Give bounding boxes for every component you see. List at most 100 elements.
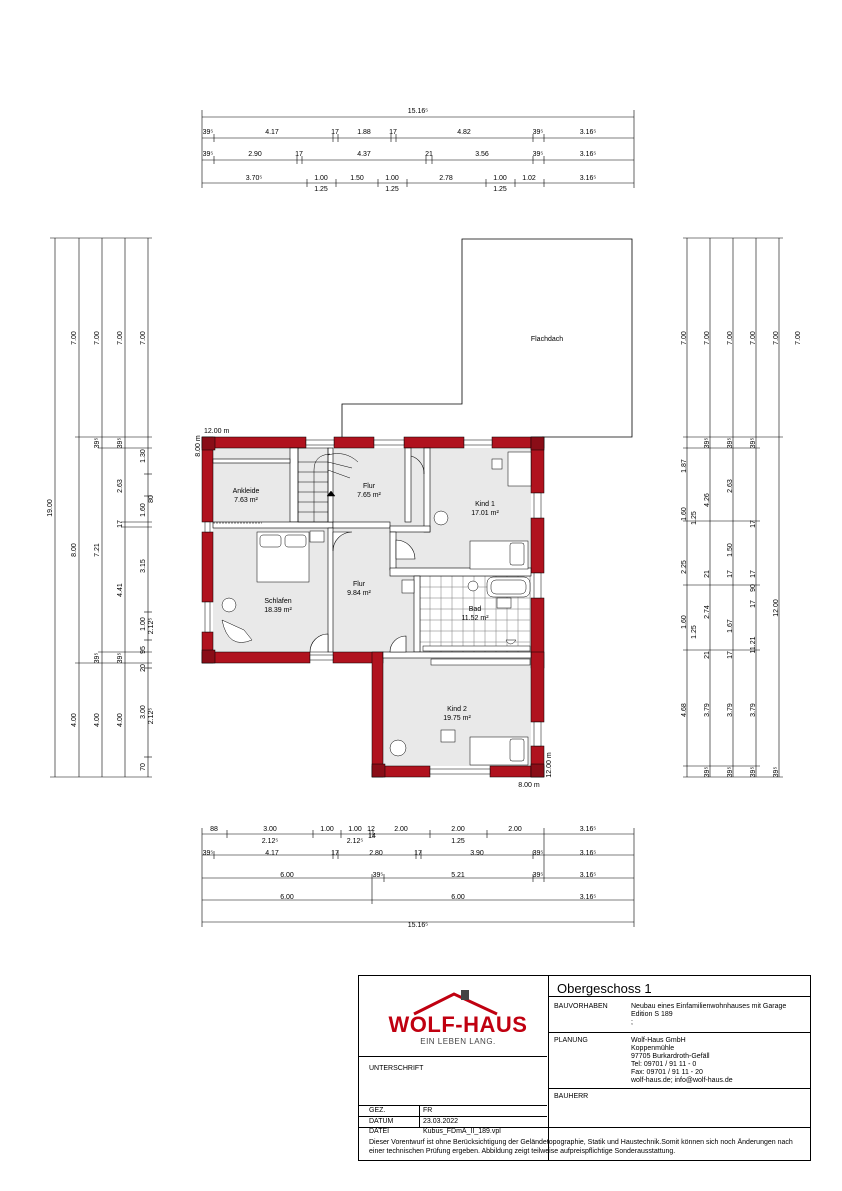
- room-area: 7.65 m²: [357, 492, 381, 499]
- dim-label: 3.16⁵: [580, 129, 597, 136]
- dim-label: 1.25: [314, 186, 328, 193]
- dim-label: 3.16⁵: [580, 872, 597, 879]
- room-name: Schlafen: [264, 598, 291, 605]
- dim-label: 39⁵: [750, 767, 757, 778]
- dim-label: 39⁵: [94, 653, 101, 664]
- bauvorhaben-label: BAUVORHABEN: [554, 1003, 608, 1010]
- gez-label: GEZ.: [369, 1107, 386, 1114]
- dim-label: 1.87: [681, 459, 688, 473]
- top-dimension-chains: [201, 110, 635, 188]
- dim-label: 39⁵: [203, 151, 214, 158]
- dim-label: 21: [425, 151, 433, 158]
- dim-label: 20: [140, 664, 147, 672]
- room-area: 17.01 m²: [471, 510, 499, 517]
- dim-label: 1.50: [350, 175, 364, 182]
- dim-label: 1.67: [727, 619, 734, 633]
- room-area: 9.84 m²: [347, 590, 371, 597]
- room-name: Kind 1: [475, 501, 495, 508]
- room-name: Bad: [469, 606, 482, 613]
- windows: [204, 439, 542, 775]
- dim-label: 1.00: [140, 617, 147, 631]
- dim-label: 12: [367, 826, 375, 833]
- dim-label: 17: [750, 520, 757, 528]
- dim-label: 7.00: [773, 331, 780, 345]
- unterschrift-label: UNTERSCHRIFT: [369, 1065, 424, 1072]
- dim-label: 3.79: [704, 703, 711, 717]
- dim-label: 17: [727, 651, 734, 659]
- dim-label: 2.63: [727, 479, 734, 493]
- divider: [548, 1032, 810, 1033]
- dim-left-overall: 19.00: [47, 499, 54, 517]
- level-marks: 12.00 m 8.00 m 12.00 m 8.00 m: [195, 428, 553, 789]
- dim-label: 1.02: [522, 175, 536, 182]
- datei-label: DATEI: [369, 1128, 390, 1135]
- dim-label: 3.90: [470, 850, 484, 857]
- planung-value: Wolf-Haus GmbH Koppenmühle 97705 Burkard…: [631, 1037, 733, 1084]
- dim-label: 39⁵: [533, 872, 544, 879]
- dim-label: 90: [750, 584, 757, 592]
- planung-label: PLANUNG: [554, 1037, 588, 1044]
- dim-label: 7.00: [71, 331, 78, 345]
- dim-label: 3.15: [140, 559, 147, 573]
- dim-label: 14: [368, 833, 376, 840]
- bottom-dimension-labels: 88 3.00 1.00 1.00 12 2.00 2.00 2.00 3.16…: [203, 826, 597, 929]
- dim-label: 2.00: [508, 826, 522, 833]
- dim-label: 1.25: [385, 186, 399, 193]
- datei-value: Kubus_FDmA_II_189.vpl: [423, 1128, 501, 1135]
- divider: [548, 1088, 810, 1089]
- dim-label: 95: [140, 646, 147, 654]
- furniture: [221, 451, 532, 766]
- dim-label: 7.00: [140, 331, 147, 345]
- datum-value: 23.03.2022: [423, 1118, 459, 1125]
- dim-label: 1.25: [691, 511, 698, 525]
- dim-label: 4.82: [457, 129, 471, 136]
- dim-label: 2.12⁵: [148, 618, 155, 635]
- dim-label: 4.00: [71, 713, 78, 727]
- dim-label: 3.16⁵: [580, 826, 597, 833]
- level-mark: 8.00 m: [518, 782, 540, 789]
- company-logo: WOLF-HAUS EIN LEBEN LANG.: [359, 976, 549, 1056]
- dim-label: 6.00: [280, 894, 294, 901]
- dim-label: 39⁵: [533, 850, 544, 857]
- dim-label: 4.17: [265, 129, 279, 136]
- divider: [419, 1105, 420, 1127]
- dim-label: 4.68: [681, 703, 688, 717]
- plant-icon: [221, 597, 237, 613]
- dim-label: 2.74: [704, 605, 711, 619]
- divider: [359, 1056, 547, 1057]
- dim-label: 1.88: [357, 129, 371, 136]
- dim-label: 17: [414, 850, 422, 857]
- dim-label: 39⁵: [117, 653, 124, 664]
- divider: [359, 1105, 547, 1106]
- dim-label: 17: [389, 129, 397, 136]
- dim-label: 39⁵: [750, 438, 757, 449]
- dim-label: 4.17: [265, 850, 279, 857]
- dim-label: 7.00: [750, 331, 757, 345]
- dim-label: 4.37: [357, 151, 371, 158]
- level-mark: 8.00 m: [195, 435, 202, 457]
- dim-label: 88: [210, 826, 218, 833]
- flat-roof-outline: [341, 238, 633, 438]
- logo-wordmark: WOLF-HAUS: [388, 1012, 528, 1037]
- dim-label: 39⁵: [704, 438, 711, 449]
- dim-label: 1.25: [493, 186, 507, 193]
- dim-label: 17: [727, 570, 734, 578]
- dim-label: 39⁵: [533, 129, 544, 136]
- dim-label: 21: [704, 570, 711, 578]
- dim-label: 70: [140, 763, 147, 771]
- dim-label: 17: [331, 129, 339, 136]
- left-dimension-chains: [50, 237, 152, 778]
- dim-label: 1.50: [727, 543, 734, 557]
- room-labels: Ankleide 7.63 m² Flur 7.65 m² Kind 1 17.…: [233, 483, 500, 722]
- dim-label: 39⁵: [727, 767, 734, 778]
- room-area: 11.52 m²: [461, 615, 489, 622]
- gez-value: FR: [423, 1107, 433, 1114]
- dim-label: 4.00: [94, 713, 101, 727]
- dim-label: 7.21: [94, 543, 101, 557]
- interior-walls: [212, 447, 532, 659]
- dim-label: 1.25: [451, 838, 465, 845]
- dim-label: 3.16⁵: [580, 894, 597, 901]
- room-area: 19.75 m²: [443, 715, 471, 722]
- dim-label: 4.41: [117, 583, 124, 597]
- bauvorhaben-value: Neubau eines Einfamilienwohnhauses mit G…: [631, 1003, 787, 1026]
